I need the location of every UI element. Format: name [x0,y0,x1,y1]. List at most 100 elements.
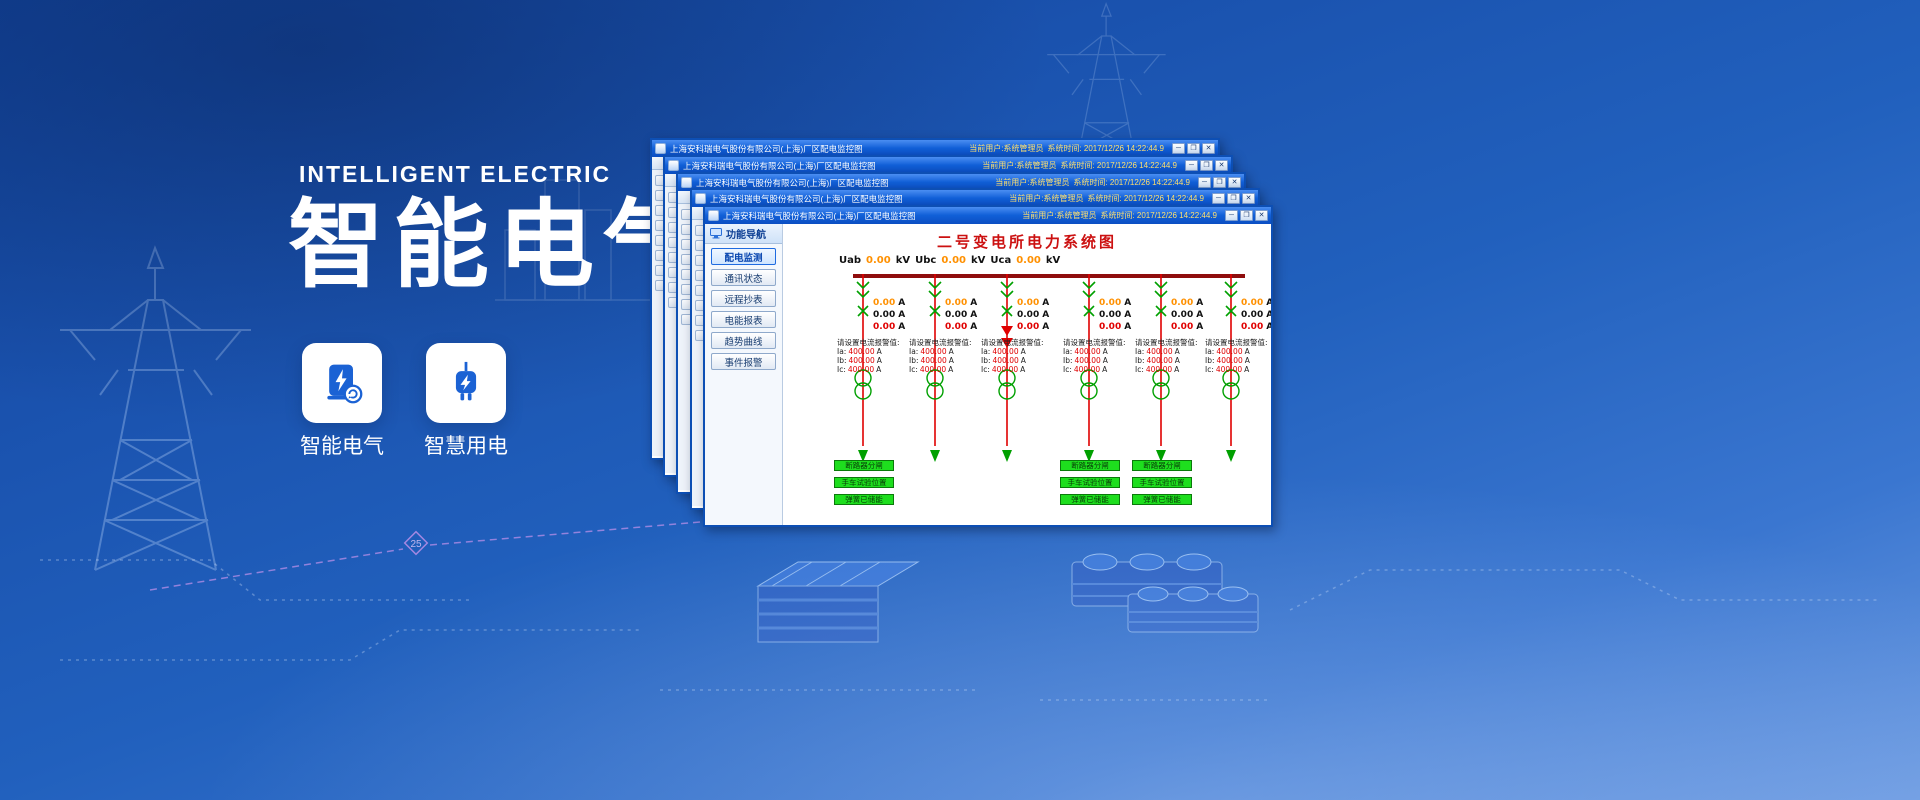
close-button[interactable]: ✕ [1202,143,1215,154]
scada-window[interactable]: 上海安科瑞电气股份有限公司(上海)厂区配电监控图 当前用户:系统管理员 系统时间… [703,205,1273,527]
solar-building [756,561,920,643]
alarm-title: 请设置电流报警值: [1205,338,1268,347]
window-controls: ─ ❐ ✕ [1198,177,1241,188]
voltage-value: 0.00 [1016,255,1041,266]
voltage-label: Ubc [915,255,937,266]
close-button[interactable]: ✕ [1215,160,1228,171]
status-indicator[interactable]: 断路器分闸 [1060,460,1120,471]
feature-card[interactable] [302,343,382,423]
maximize-button[interactable]: ❐ [1240,210,1253,221]
minimize-button[interactable]: ─ [1212,193,1225,204]
window-titlebar[interactable]: 上海安科瑞电气股份有限公司(上海)厂区配电监控图 当前用户:系统管理员 系统时间… [692,190,1258,207]
transmission-tower-left-icon [60,245,251,571]
alarm-title: 请设置电流报警值: [1135,338,1198,347]
close-button[interactable]: ✕ [1255,210,1268,221]
app-icon [681,177,692,188]
minimize-button[interactable]: ─ [1172,143,1185,154]
sidebar-item[interactable]: 远程抄表 [711,290,776,307]
minimize-button[interactable]: ─ [1198,177,1211,188]
window-title: 上海安科瑞电气股份有限公司(上海)厂区配电监控图 [683,160,876,171]
user-label: 当前用户:系统管理员 [969,144,1044,153]
window-controls: ─ ❐ ✕ [1212,193,1255,204]
status-indicator[interactable]: 断路器分闸 [834,460,894,471]
maximize-button[interactable]: ❐ [1187,143,1200,154]
sidebar-item[interactable]: 配电监测 [711,248,776,265]
minimize-button[interactable]: ─ [1225,210,1238,221]
maximize-button[interactable]: ❐ [1227,193,1240,204]
maximize-button[interactable]: ❐ [1213,177,1226,188]
sidebar-item[interactable]: 通讯状态 [711,269,776,286]
voltage-unit: kV [895,255,911,266]
feeder-symbols [1152,274,1170,462]
feature-smart-electric[interactable]: 智能电气 [300,343,384,473]
alarm-title: 请设置电流报警值: [909,338,972,347]
maximize-button[interactable]: ❐ [1200,160,1213,171]
window-titlebar[interactable]: 上海安科瑞电气股份有限公司(上海)厂区配电监控图 当前用户:系统管理员 系统时间… [678,174,1244,191]
user-label: 当前用户:系统管理员 [1009,194,1084,203]
close-button[interactable]: ✕ [1242,193,1255,204]
status-indicator[interactable]: 弹簧已储能 [1132,494,1192,505]
status-group: 断路器分闸手车试验位置弹簧已储能 [1132,460,1192,505]
feeder-symbols [926,274,944,462]
sidebar-item[interactable]: 事件报警 [711,353,776,370]
window-titlebar[interactable]: 上海安科瑞电气股份有限公司(上海)厂区配电监控图 当前用户:系统管理员 系统时间… [652,140,1218,157]
sidebar-item[interactable]: 趋势曲线 [711,332,776,349]
status-indicator[interactable]: 手车试验位置 [1132,477,1192,488]
voltage-unit: kV [1045,255,1061,266]
distance-marker: 25 [403,530,429,556]
window-titlebar[interactable]: 上海安科瑞电气股份有限公司(上海)厂区配电监控图 当前用户:系统管理员 系统时间… [705,207,1271,224]
status-indicator[interactable]: 弹簧已储能 [834,494,894,505]
status-indicator[interactable]: 断路器分闸 [1132,460,1192,471]
status-indicator[interactable]: 手车试验位置 [1060,477,1120,488]
window-controls: ─ ❐ ✕ [1172,143,1215,154]
feature-card[interactable] [426,343,506,423]
feature-smart-power-use[interactable]: 智慧用电 [424,343,508,473]
app-icon [655,143,666,154]
status-indicator[interactable]: 手车试验位置 [834,477,894,488]
voltage-label: Uab [839,255,862,266]
window-titlebar[interactable]: 上海安科瑞电气股份有限公司(上海)厂区配电监控图 当前用户:系统管理员 系统时间… [665,157,1231,174]
minimize-button[interactable]: ─ [1185,160,1198,171]
sidebar-item[interactable]: 电能报表 [711,311,776,328]
circuit-lines [40,559,1880,701]
window-title: 上海安科瑞电气股份有限公司(上海)厂区配电监控图 [670,143,863,154]
close-button[interactable]: ✕ [1228,177,1241,188]
status-group: 断路器分闸手车试验位置弹簧已储能 [1060,460,1120,505]
busbar [853,274,1245,278]
window-controls: ─ ❐ ✕ [1185,160,1228,171]
status-indicator[interactable]: 弹簧已储能 [1060,494,1120,505]
feeder-symbols [854,274,872,462]
